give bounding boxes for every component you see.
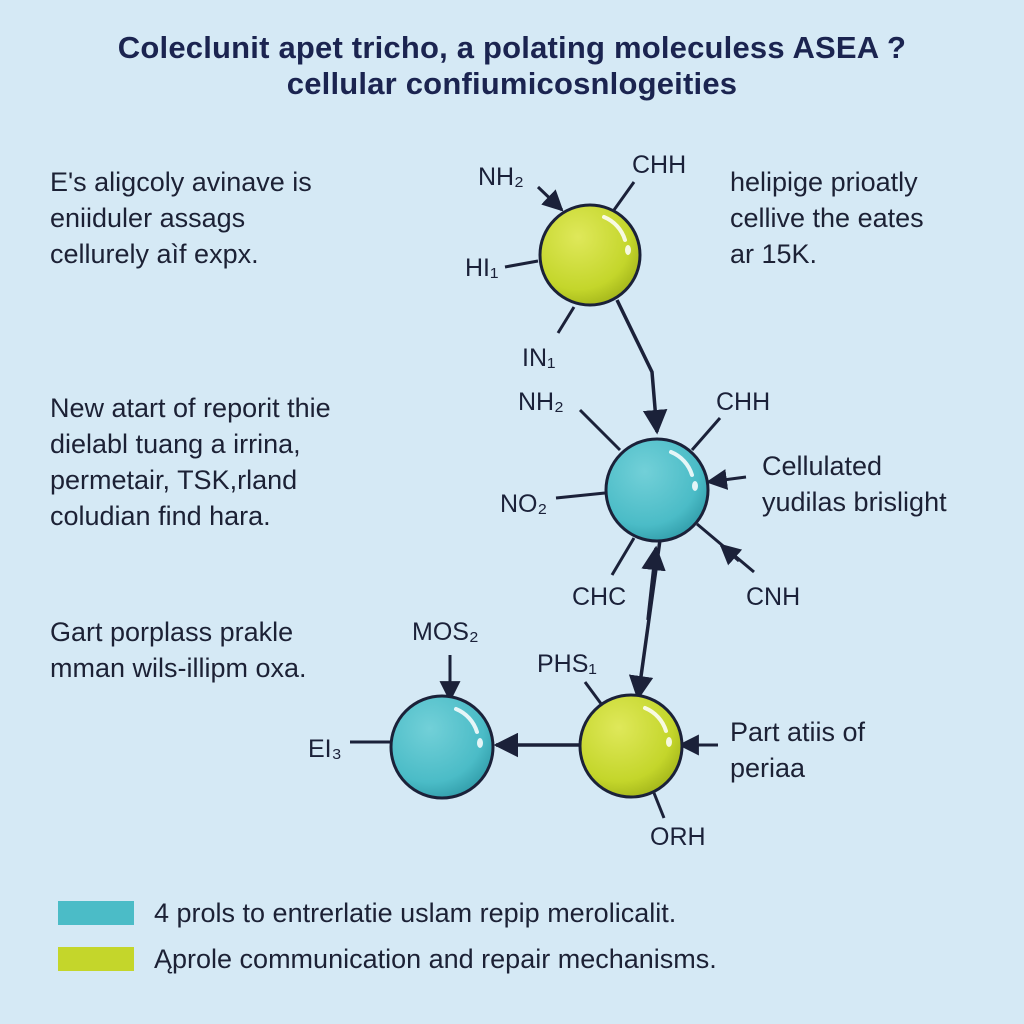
text-block-top-right: helipige prioatly cellive the eates ar 1…: [730, 164, 924, 272]
bond-line: [610, 537, 636, 576]
text-block-mid-right: Cellulated yudilas brislight: [762, 448, 947, 520]
text-line: Cellulated: [762, 451, 883, 481]
legend-label: 4 prols to entrerlatie uslam repip merol…: [154, 897, 677, 928]
bond-line: [583, 681, 604, 706]
text-line: yudilas brislight: [762, 487, 947, 517]
bond-line: [556, 306, 576, 334]
atom-label: NH₂: [478, 163, 524, 191]
molecule-node-3: [389, 694, 495, 800]
atom-label: ORH: [650, 823, 706, 851]
bond-arrow: [536, 185, 564, 212]
legend-swatch-yellow: [58, 947, 134, 971]
legend-swatch-teal: [58, 901, 134, 925]
text-line: coludian find hara.: [50, 501, 271, 531]
text-block-top-left: E's aligcoly avinave is eniiduler assags…: [50, 164, 312, 272]
diagram-title-line-2: cellular confiumicοsnlogeities: [286, 66, 738, 101]
text-line: helipige prioatly: [730, 167, 918, 197]
connector-arrow: [615, 299, 668, 435]
text-line: mman wils-illipm oxa.: [50, 653, 307, 683]
molecule-node-4: [578, 693, 684, 799]
text-line: ar 15K.: [730, 239, 818, 269]
text-line: cellurely aìf expx.: [50, 239, 259, 269]
legend-label: Ąprole communication and repair mechanis…: [154, 943, 717, 974]
bond-arrow: [705, 469, 747, 490]
atom-label: NH₂: [518, 388, 564, 416]
bond-line: [652, 792, 666, 819]
text-block-mid-left: New atart of reporit thie dielabl tuang …: [50, 390, 331, 534]
atom-label: MOS₂: [412, 618, 479, 646]
text-line: dielabl tuang a irrina,: [50, 429, 301, 459]
bond-line: [504, 259, 539, 269]
legend-item-yellow: Ąprole communication and repair mechanis…: [58, 944, 717, 974]
atom-label: IN₁: [522, 344, 555, 372]
text-line: cellive the eates: [730, 203, 924, 233]
text-line: periaa: [730, 753, 806, 783]
bond-arrow: [719, 543, 743, 566]
text-block-low-left: Gart porplass prakle mman wils-illipm ox…: [50, 614, 307, 686]
atom-label: EI₃: [308, 735, 342, 763]
atom-label: PHS₁: [537, 650, 597, 678]
molecule-node-1: [538, 203, 642, 307]
text-line: Gart porplass prakle: [50, 617, 294, 647]
text-line: eniiduler assags: [50, 203, 246, 233]
atom-label: CHH: [716, 388, 770, 416]
connector-arrow: [641, 545, 666, 621]
text-line: New atart of reporit thie: [50, 393, 331, 423]
atom-label: CHH: [632, 151, 686, 179]
text-line: permetair, TSK,rland: [50, 465, 298, 495]
bond-line: [578, 408, 622, 452]
legend-item-teal: 4 prols to entrerlatie uslam repip merol…: [58, 898, 676, 928]
bond-line: [690, 417, 722, 451]
atom-label: CNH: [746, 583, 800, 611]
diagram-title-line-1: Coleclunit apet tricho, a polating molec…: [117, 30, 907, 65]
bond-line: [612, 181, 636, 211]
atom-label: NO₂: [500, 490, 547, 518]
molecule-node-2: [604, 437, 710, 543]
text-line: E's aligcoly avinave is: [50, 167, 312, 197]
bond-line: [555, 491, 606, 500]
atom-label: CHC: [572, 583, 626, 611]
atom-label: HI₁: [465, 254, 498, 282]
text-block-low-right: Part atiis of periaa: [730, 714, 865, 786]
text-line: Part atiis of: [730, 717, 866, 747]
